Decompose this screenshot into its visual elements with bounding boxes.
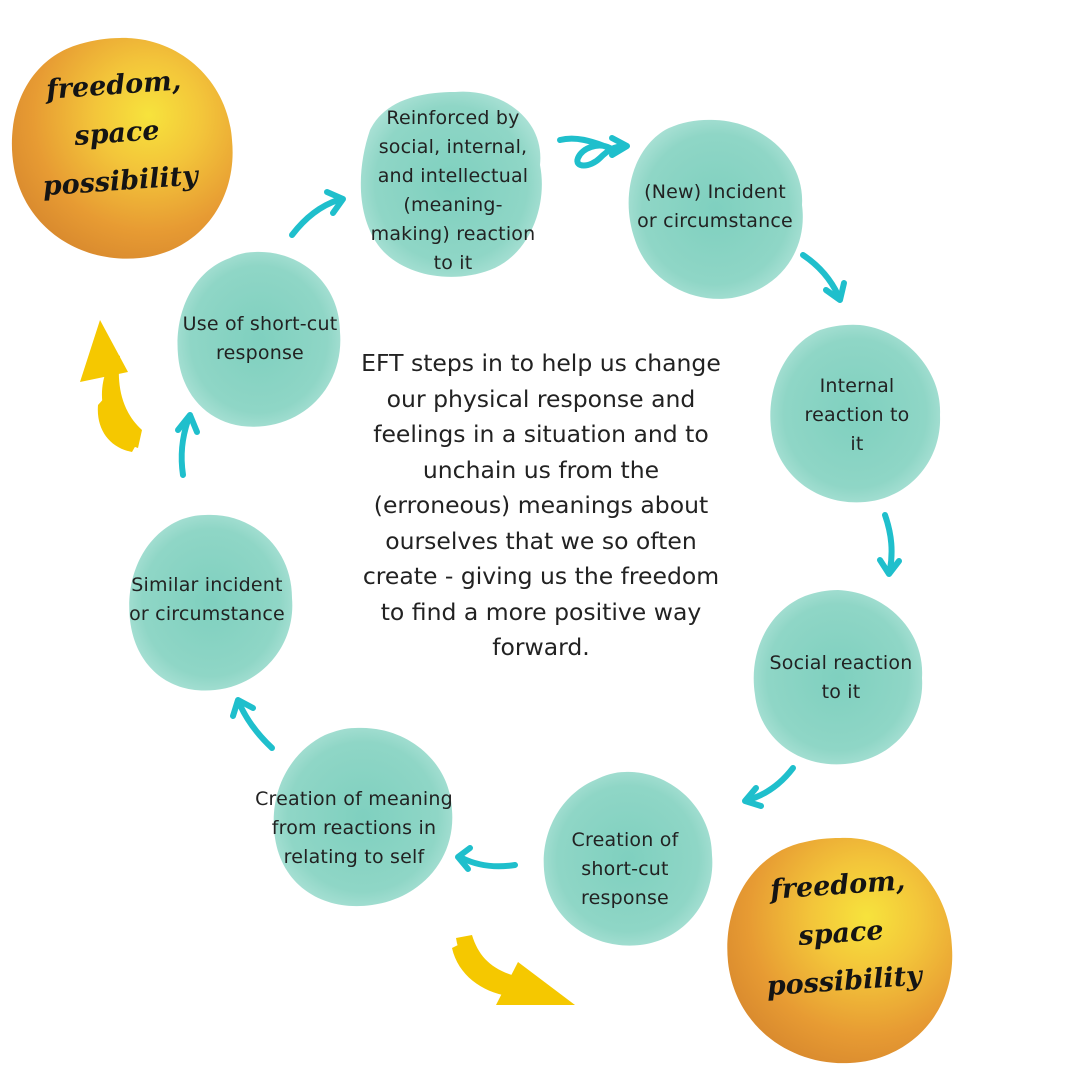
node-similar-incident: Similar incident or circumstance [129,574,285,625]
arrow-creation-shortcut-to-meaning [455,845,518,872]
teal-blobs [129,91,941,946]
arrow-to-freedom-bottom-right [452,935,575,1005]
blob-freedom-top-left [11,37,233,259]
node-new-incident: (New) Incident or circumstance [637,181,793,232]
node-internal-reaction: Internal reaction to it [804,375,910,455]
blob-freedom-bottom-right [727,837,953,1064]
arrow-internal-to-social [877,512,902,577]
freedom-arrows [80,320,575,1005]
blob-new-incident [628,119,803,299]
node-reinforced: Reinforced by social, internal, and inte… [370,107,536,274]
node-use-shortcut: Use of short-cut response [182,313,338,364]
arrow-to-freedom-top-left [80,320,142,452]
arrow-new-incident-to-internal [800,252,847,303]
arrow-social-to-creation-shortcut [742,765,796,809]
blob-creation-meaning [273,727,453,907]
blob-internal-reaction [770,324,941,503]
arrow-meaning-to-similar [230,697,275,751]
arrow-reinforced-to-new-incident [557,135,630,169]
node-creation-shortcut: Creation of short-cut response [571,829,679,909]
freedom-label-top-left: freedom, space possibility [41,65,199,203]
center-explanation: EFT steps in to help us change our physi… [361,349,721,661]
arrow-similar-to-use [175,412,200,478]
blob-social-reaction [753,590,923,765]
node-social-reaction: Social reaction to it [769,652,913,703]
blob-use-shortcut [177,251,341,427]
freedom-blobs [11,37,953,1064]
arrow-use-to-reinforced [289,189,346,238]
node-creation-meaning: Creation of meaning from reactions in re… [255,788,453,868]
blob-creation-shortcut [543,771,713,946]
cycle-arrows [175,135,902,872]
freedom-label-bottom-right: freedom, space possibility [765,865,923,1003]
blob-reinforced [360,91,542,277]
blob-similar-incident [129,514,293,691]
